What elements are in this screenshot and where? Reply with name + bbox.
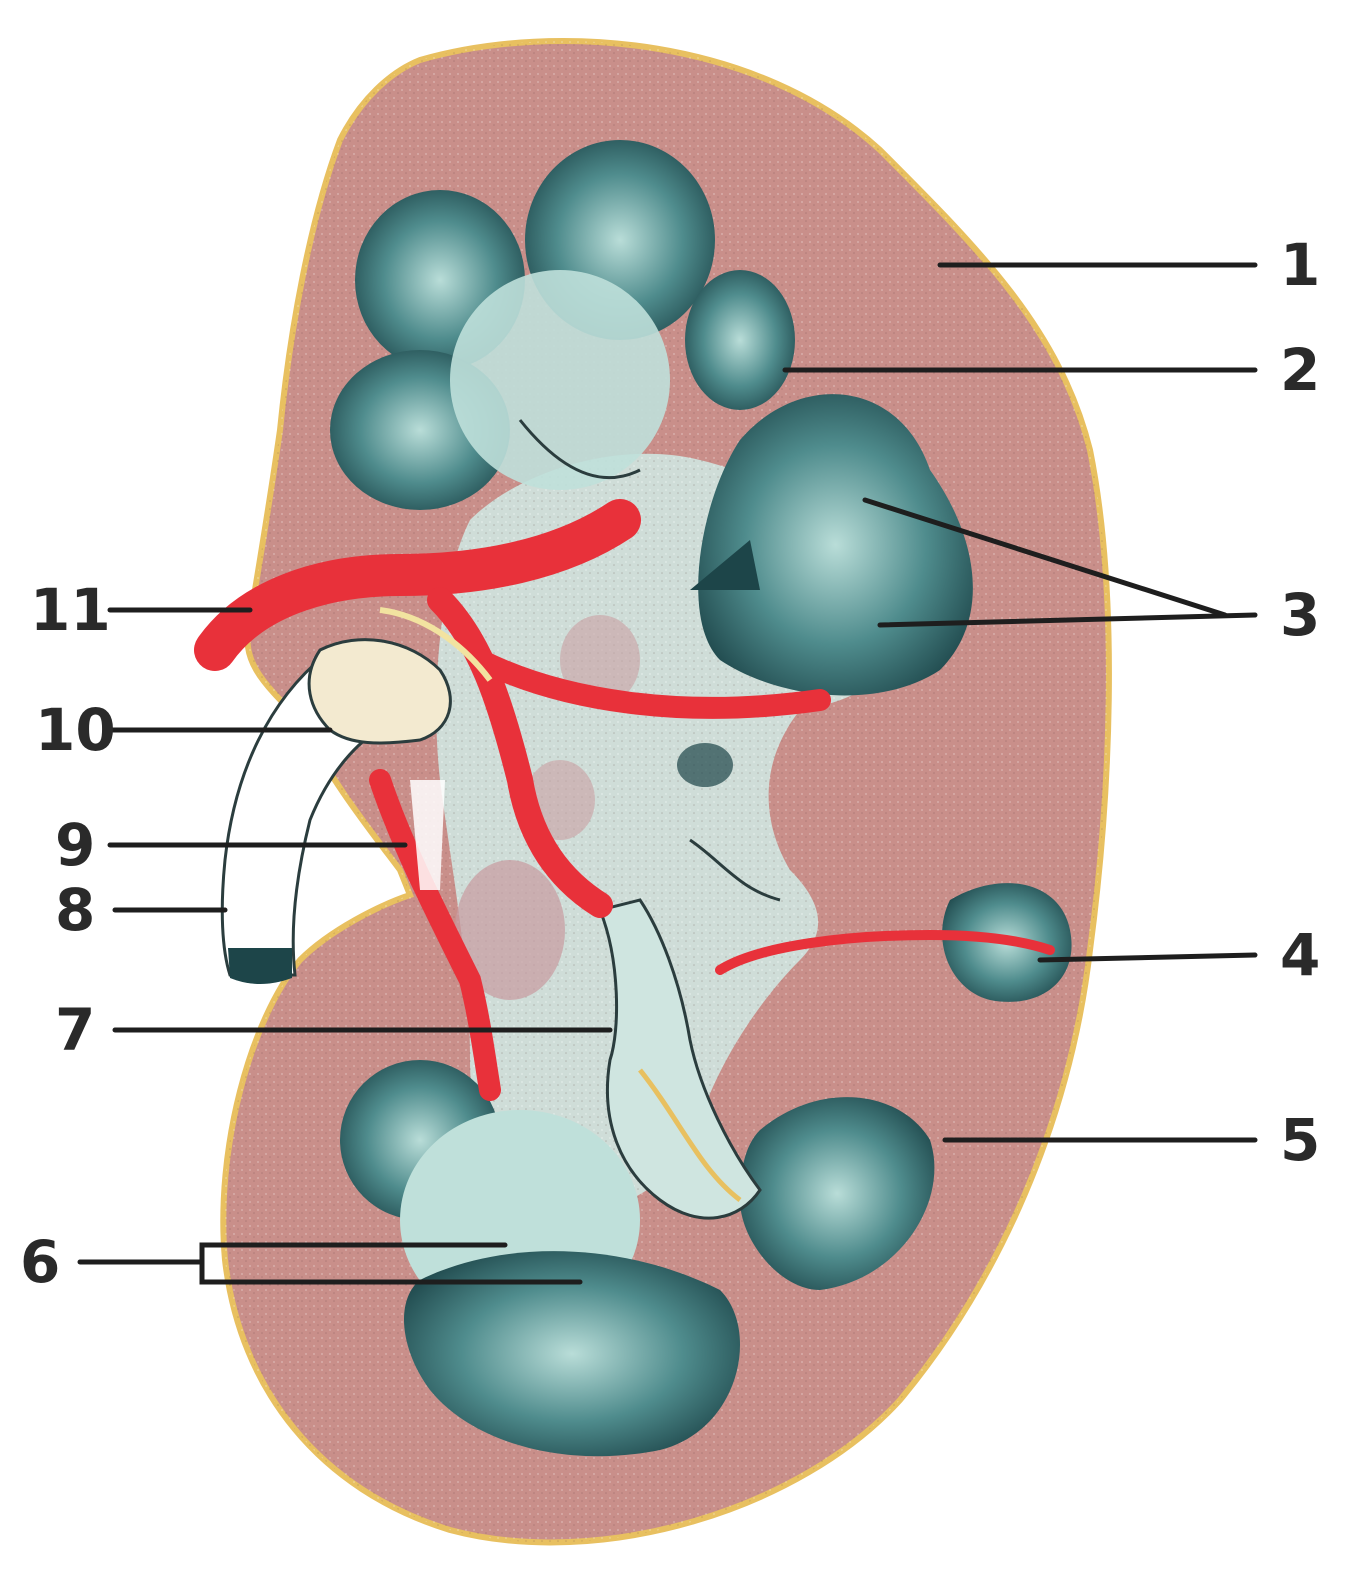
label-5: 5 xyxy=(1280,1106,1320,1174)
label-9: 9 xyxy=(55,811,95,879)
label-3: 3 xyxy=(1280,581,1320,649)
label-6: 6 xyxy=(20,1228,60,1296)
label-11: 11 xyxy=(30,576,111,644)
label-10: 10 xyxy=(35,696,116,764)
label-7: 7 xyxy=(55,996,95,1064)
label-1: 1 xyxy=(1280,231,1320,299)
label-2: 2 xyxy=(1280,336,1320,404)
label-8: 8 xyxy=(55,876,95,944)
label-4: 4 xyxy=(1280,921,1320,989)
